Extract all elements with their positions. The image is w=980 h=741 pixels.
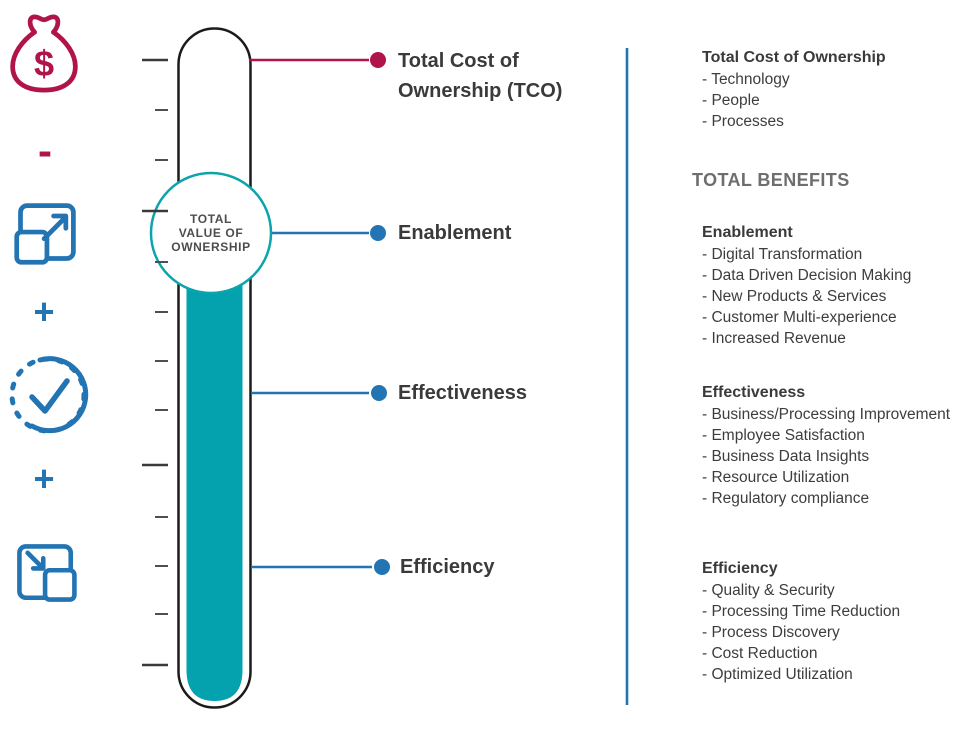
efficiency-item: - Processing Time Reduction [702, 603, 901, 620]
efficiency-item: - Quality & Security [702, 582, 835, 599]
label-enablement: Enablement [398, 222, 512, 244]
label-efficiency: Efficiency [400, 556, 495, 578]
dollar-glyph: $ [34, 43, 54, 84]
effectiveness-section: Effectiveness - Business/Processing Impr… [702, 382, 970, 509]
efficiency-item: - Cost Reduction [702, 645, 818, 662]
tvo-line-2: VALUE OF [178, 226, 244, 240]
money-bag-icon: $ [6, 11, 82, 97]
enablement-dot [370, 225, 386, 241]
plus-sign-bottom: + [33, 458, 55, 499]
effectiveness-dot [371, 385, 387, 401]
effectiveness-item: - Business Data Insights [702, 448, 870, 465]
scale-up-icon [12, 199, 80, 267]
tco-dot [370, 52, 386, 68]
minus-sign: - [38, 127, 52, 174]
efficiency-section: Efficiency - Quality & Security - Proces… [702, 558, 970, 685]
efficiency-dot [374, 559, 390, 575]
effectiveness-item: - Resource Utilization [702, 469, 850, 486]
enablement-section-title: Enablement [702, 224, 793, 241]
enablement-item: - Increased Revenue [702, 330, 846, 347]
enablement-item: - Data Driven Decision Making [702, 267, 912, 284]
effectiveness-item: - Business/Processing Improvement [702, 406, 951, 423]
efficiency-item: - Process Discovery [702, 624, 840, 641]
enablement-section: Enablement - Digital Transformation - Da… [702, 222, 970, 349]
tvo-line-3: OWNERSHIP [171, 240, 251, 254]
cost-item: - Processes [702, 113, 784, 130]
cost-item: - Technology [702, 71, 790, 88]
cost-item: - People [702, 92, 760, 109]
check-circle-icon [6, 353, 90, 437]
tvo-line-1: TOTAL [190, 212, 232, 226]
thermometer-fill [186, 282, 243, 701]
cost-section-title: Total Cost of Ownership [702, 49, 886, 66]
enablement-item: - New Products & Services [702, 288, 887, 305]
efficiency-item: - Optimized Utilization [702, 666, 853, 683]
enablement-item: - Digital Transformation [702, 246, 863, 263]
tvo-circle-label: TOTAL VALUE OF OWNERSHIP [151, 212, 271, 254]
effectiveness-item: - Employee Satisfaction [702, 427, 865, 444]
cost-section: Total Cost of Ownership - Technology - P… [702, 47, 970, 132]
total-benefits-heading: TOTAL BENEFITS [692, 170, 850, 190]
thermometer-ticks [142, 58, 168, 667]
label-total-cost-of-ownership: Total Cost of Ownership (TCO) [398, 50, 563, 102]
effectiveness-section-title: Effectiveness [702, 384, 806, 401]
plus-sign-top: + [33, 291, 55, 332]
enablement-item: - Customer Multi-experience [702, 309, 897, 326]
scale-down-icon [13, 540, 79, 606]
tvo-circle [149, 171, 273, 295]
label-effectiveness: Effectiveness [398, 382, 527, 404]
efficiency-section-title: Efficiency [702, 560, 778, 577]
effectiveness-item: - Regulatory compliance [702, 490, 870, 507]
